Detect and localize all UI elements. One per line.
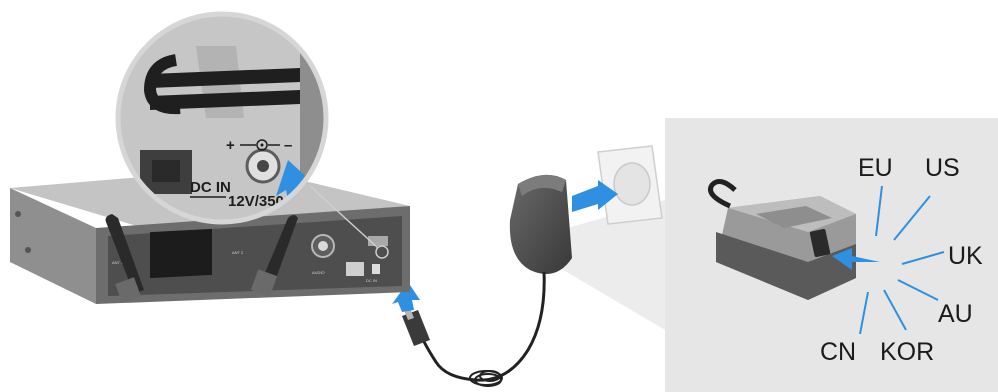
region-label-au: AU [938,300,973,328]
barrel-plug [402,308,430,346]
svg-text:AUDIO: AUDIO [312,270,325,275]
polarity-minus: – [284,137,292,154]
region-label-cn: CN [820,338,856,366]
wall-socket [598,146,662,224]
region-label-uk: UK [948,242,983,270]
svg-text:ANT 2: ANT 2 [232,250,244,255]
svg-text:DC IN: DC IN [366,278,377,283]
power-adapter [510,175,572,274]
region-label-kor: KOR [880,338,934,366]
polarity-plus: + [226,137,235,154]
dc-in-label: DC IN [190,179,231,196]
region-label-eu: EU [858,154,893,182]
power-cable [420,272,544,380]
power-socket-icon [614,163,650,205]
region-label-us: US [925,154,960,182]
